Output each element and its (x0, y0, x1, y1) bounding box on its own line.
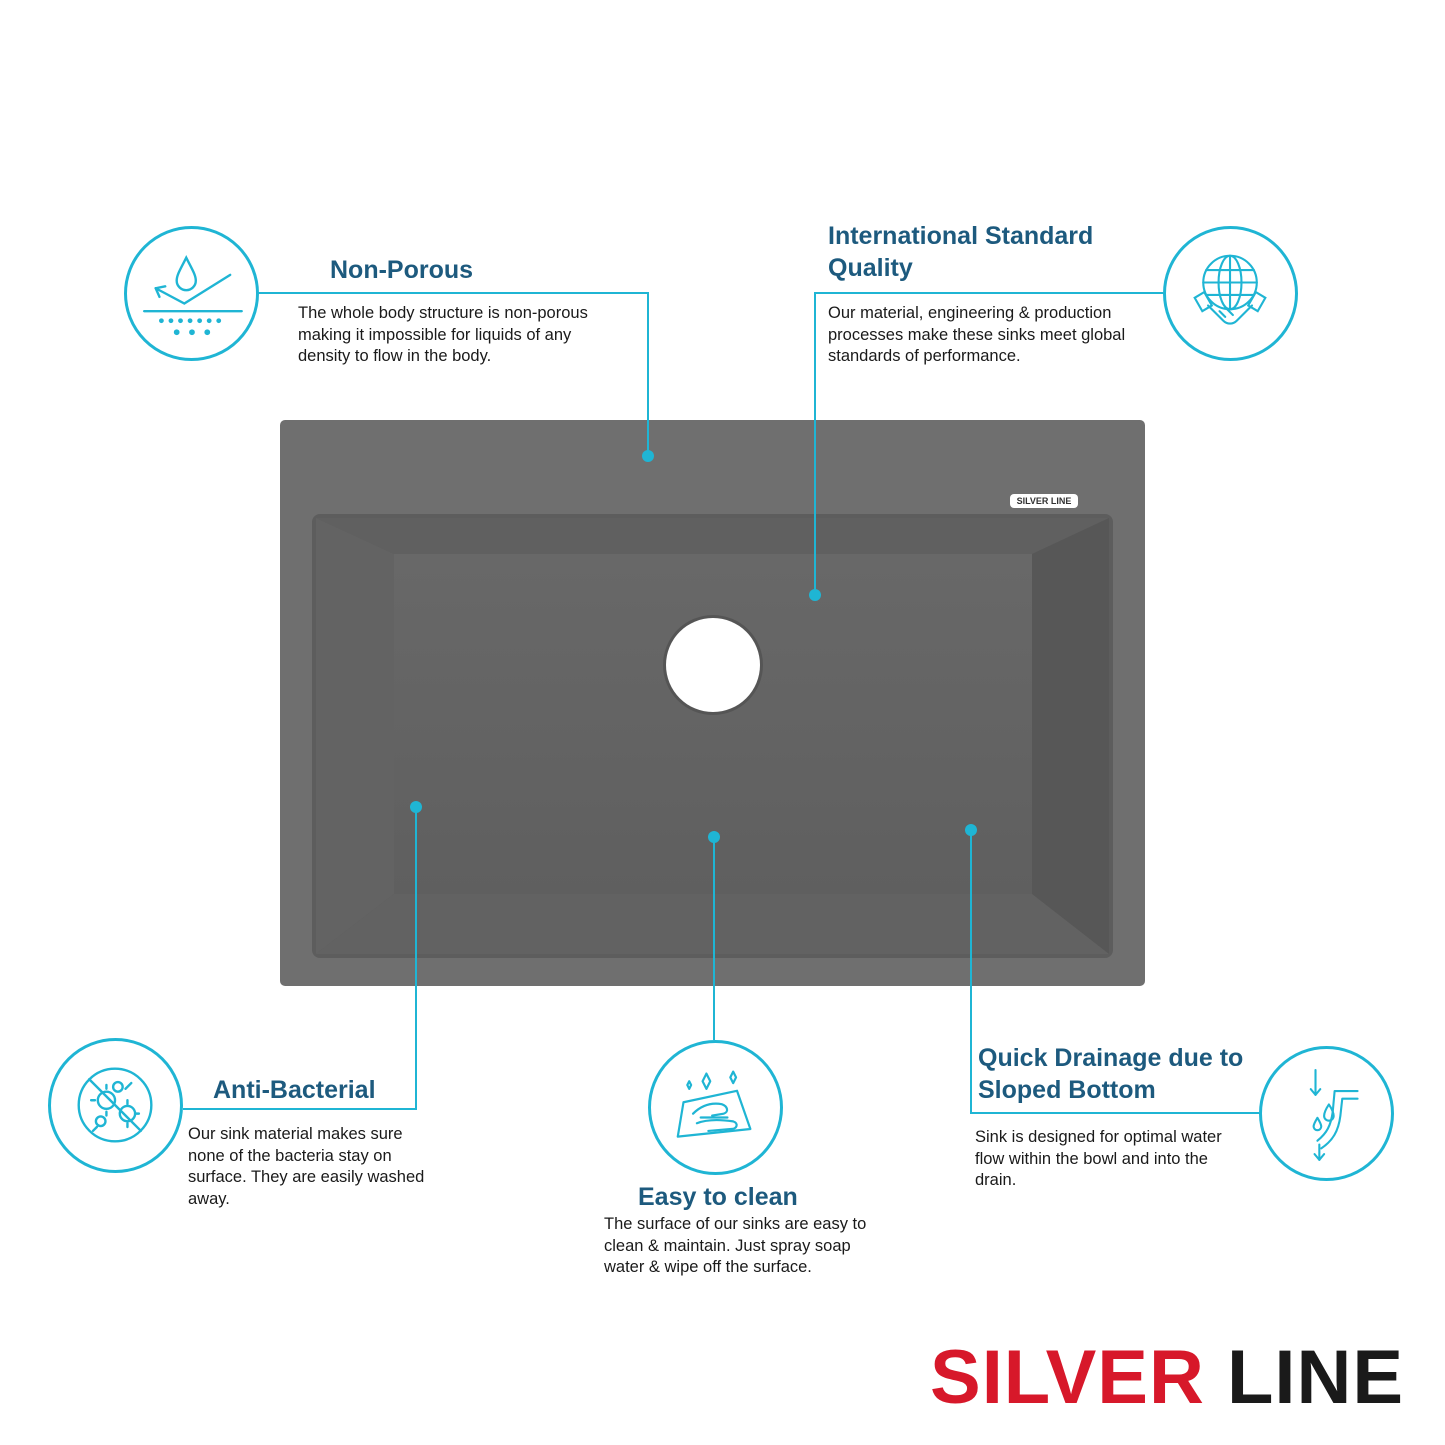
international-icon-circle (1163, 226, 1298, 361)
easy-clean-title: Easy to clean (638, 1183, 798, 1211)
brand-word-line: LINE (1226, 1335, 1405, 1420)
bowl-wall-left (316, 518, 394, 954)
bowl-wall-top (316, 518, 1109, 554)
easy-clean-description: The surface of our sinks are easy to cle… (604, 1215, 867, 1276)
line-quick-drainage (970, 830, 1259, 1114)
dot-international (809, 589, 821, 601)
sloped-drain-icon (1309, 1068, 1359, 1161)
non-porous-icon-circle (124, 226, 259, 361)
anti-bacterial-description: Our sink material makes sure none of the… (188, 1125, 425, 1208)
quick-drainage-title: Quick Drainage due to Sloped Bottom (978, 1044, 1244, 1104)
droplet-layer-icon (143, 254, 243, 336)
non-porous-title: Non-Porous (330, 256, 474, 284)
dot-easy-clean (708, 831, 720, 843)
quick-drainage-description: Sink is designed for optimal water flow … (975, 1128, 1222, 1189)
non-porous-description: The whole body structure is non-porous m… (298, 304, 588, 365)
quick-drainage-icon-circle (1259, 1046, 1394, 1181)
line-anti-bacterial (183, 807, 417, 1110)
brand-logo: SILVER LINE (930, 1335, 1403, 1420)
anti-bacterial-title: Anti-Bacterial (213, 1076, 376, 1104)
no-bacteria-icon (77, 1067, 153, 1143)
dot-non-porous (642, 450, 654, 462)
sink-logo: SILVER LINE (1010, 494, 1078, 508)
line-international (814, 292, 1163, 595)
wipe-hand-icon (676, 1070, 752, 1138)
line-non-porous (258, 292, 649, 456)
bowl-wall-right (1032, 518, 1109, 954)
globe-handshake-icon (1193, 254, 1267, 325)
anti-bacterial-icon-circle (48, 1038, 183, 1173)
brand-word-silver: SILVER (930, 1335, 1205, 1420)
easy-clean-icon-circle (648, 1040, 783, 1175)
international-description: Our material, engineering & production p… (828, 304, 1126, 365)
drain-hole (666, 618, 760, 712)
dot-quick-drainage (965, 824, 977, 836)
dot-anti-bacterial (410, 801, 422, 813)
bowl-wall-bottom (316, 894, 1109, 954)
international-title: International Standard Quality (828, 222, 1094, 282)
